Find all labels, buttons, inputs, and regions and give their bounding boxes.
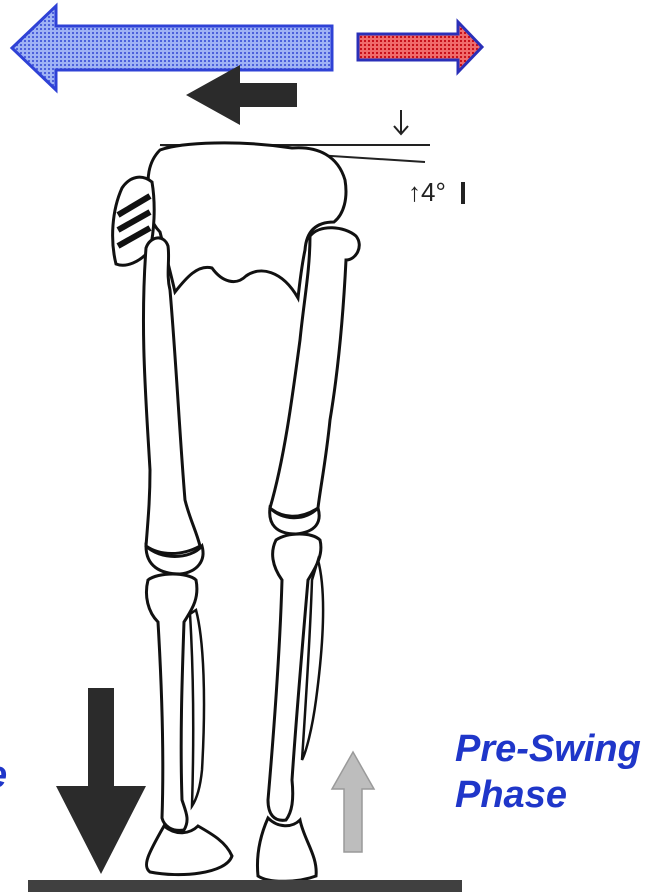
right-foot (257, 818, 316, 881)
up-force-arrow (332, 752, 374, 852)
down-force-arrow (56, 688, 146, 874)
left-femur (143, 238, 200, 554)
pre-swing-line-1: Pre-Swing (455, 726, 641, 772)
pre-swing-line-2: Phase (455, 772, 641, 818)
ground-line (28, 880, 462, 892)
dark-left-arrow (186, 65, 297, 125)
left-phase-label: e (0, 752, 7, 798)
large-left-arrow (12, 6, 332, 90)
left-foot (146, 826, 232, 875)
left-fibula (190, 610, 204, 806)
small-right-arrow (358, 22, 482, 72)
angle-bar (461, 182, 465, 204)
pre-swing-phase-label: Pre-Swing Phase (455, 726, 641, 818)
left-tibia (146, 574, 196, 830)
pelvic-drop-label: ↑4° (408, 177, 446, 208)
